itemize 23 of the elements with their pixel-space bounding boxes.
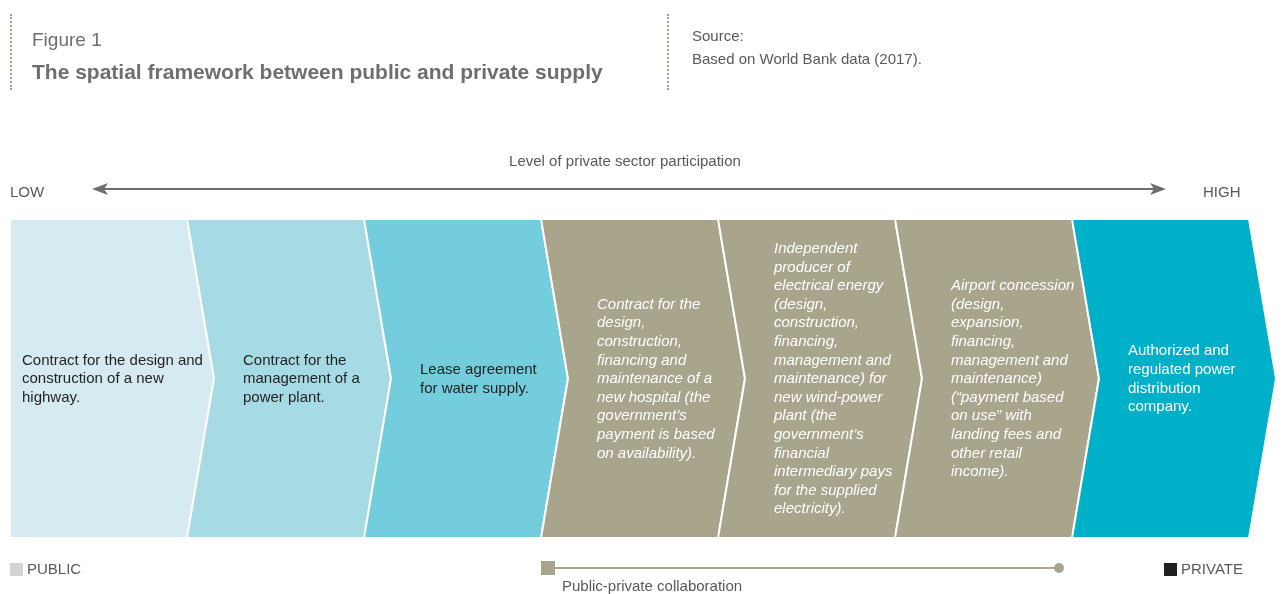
chevron-step <box>364 219 568 538</box>
step-description: Authorized and regulated power distribution company. <box>1128 341 1237 416</box>
step-description: Independent producer of electrical energy (design, construction, financing, management and maintenance) for new wind-power plant (the government’s financial intermediary pays for the supplied electricity). <box>774 239 894 518</box>
legend-label: PRIVATE <box>1181 560 1243 578</box>
scale-label: LOW <box>10 182 45 202</box>
chevron-step <box>1072 219 1276 538</box>
legend-label: PUBLIC <box>27 560 82 578</box>
figure-number: Figure 1 <box>32 28 102 52</box>
step-description: Airport concession (design, expansion, financing, management and maintenance) (“payment based on use” with landing fees and other retail income). <box>951 276 1076 481</box>
axis-title: Level of private sector participation <box>508 151 742 171</box>
step-description: Contract for the management of a power plant. <box>243 350 361 407</box>
range-label: Public-private collaboration <box>562 577 743 594</box>
chevron-step <box>718 219 922 538</box>
chevron-step <box>895 219 1099 538</box>
figure-title: The spatial framework between public and private supply <box>32 59 603 85</box>
step-description: Contract for the design and construction of a new highway. <box>22 350 204 407</box>
source-heading: Source: <box>692 26 744 46</box>
scale-label: HIGH <box>1203 182 1241 202</box>
step-description: Contract for the design, construction, financing and maintenance of a new hospital (the government’s payment is based on availability). <box>597 294 716 463</box>
step-description: Lease agreement for water supply. <box>420 359 538 398</box>
source-note: Based on World Bank data (2017). <box>692 49 922 69</box>
chevron-step <box>541 219 745 538</box>
chevron-step <box>10 219 214 538</box>
